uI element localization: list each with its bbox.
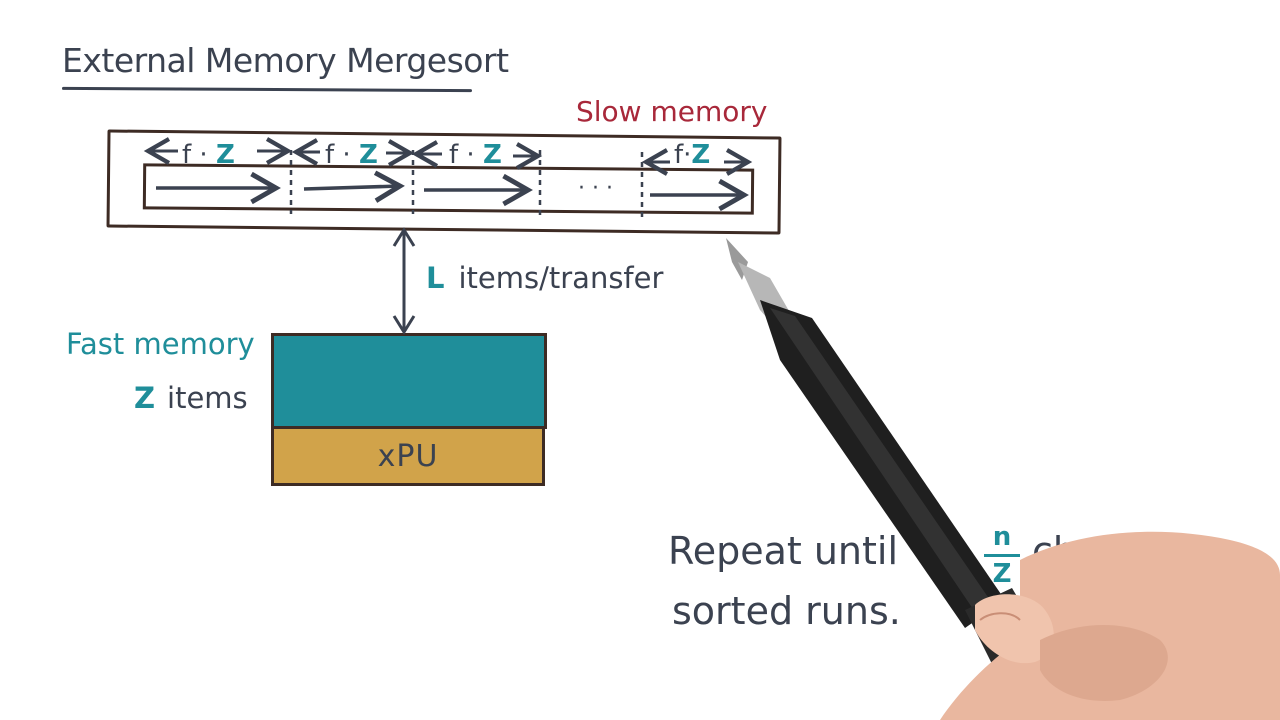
transfer-arrow-head-up	[392, 227, 416, 247]
slow-memory-label: Slow memory	[576, 95, 768, 128]
fraction-numerator: n	[992, 522, 1012, 552]
run-arrow-2	[303, 170, 405, 203]
note-line-3: sorted runs.	[672, 589, 901, 633]
chunk-ellipsis: · · ·	[578, 176, 613, 201]
note-line-1: Repeat until	[668, 529, 899, 573]
fraction-denominator: Z	[992, 559, 1012, 589]
chunk-size-label-1: f · Z	[182, 140, 235, 170]
n-over-z-fraction: n Z	[984, 522, 1020, 589]
cpu-label: xPU	[377, 438, 439, 474]
fast-memory-label: Fast memory	[66, 327, 255, 361]
chunk-size-label-2: f · Z	[325, 140, 378, 170]
diagram-title: External Memory Mergesort	[62, 41, 509, 80]
hand-illustration	[940, 531, 1280, 720]
cpu-box: xPU	[271, 426, 545, 486]
fraction-bar	[984, 554, 1020, 557]
transfer-arrow-head-down	[392, 315, 416, 335]
chunk-size-label-3: f · Z	[449, 140, 502, 170]
chunk-size-label-4: f·Z	[674, 140, 711, 170]
